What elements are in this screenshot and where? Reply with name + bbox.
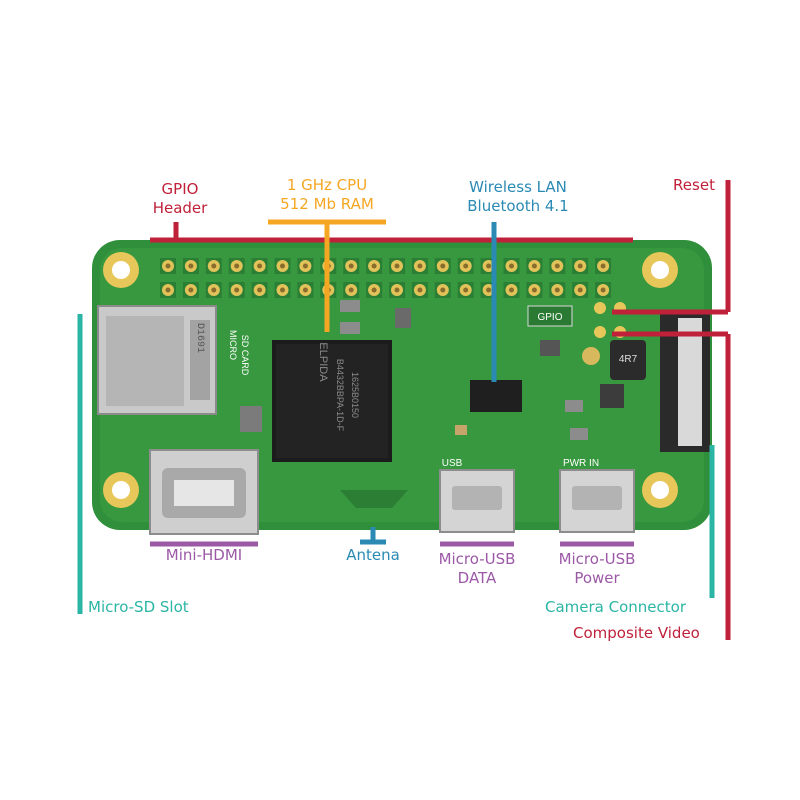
usb-power-label: Micro-USB Power — [547, 550, 647, 588]
gpio-pad-hole — [280, 287, 285, 293]
gpio-pad-hole — [234, 263, 240, 269]
usb-data-label-line1: Micro-USB — [438, 550, 516, 568]
micro-usb-data-port — [439, 469, 515, 533]
gpio-pad-hole — [600, 263, 606, 269]
cpu-label-line1: 1 GHz CPU — [286, 176, 368, 194]
usb-power-label-line2: Power — [574, 569, 620, 587]
gpio-pad-hole — [165, 263, 171, 269]
gpio-pad-hole — [577, 287, 583, 293]
sd-text-1: MICRO — [228, 330, 238, 360]
gpio-pad-hole — [394, 263, 400, 269]
chip-brand-text: ELPIDA — [317, 342, 329, 382]
antena-callout — [360, 527, 386, 545]
wireless-chip — [470, 380, 522, 412]
usb-power-label-line1: Micro-USB — [558, 550, 636, 568]
cpu-callout — [268, 219, 386, 332]
gpio-pad-hole — [234, 287, 240, 293]
antenna-area — [340, 490, 408, 508]
antena-label: Antena — [346, 546, 400, 564]
chip-line2-text: 1625B0150 — [350, 372, 360, 418]
gpio-pad-hole — [440, 287, 446, 293]
gpio-pad-hole — [463, 287, 469, 293]
mini-hdmi-port — [149, 449, 259, 535]
gpio-pad-hole — [417, 287, 423, 293]
gpio-pad-hole — [211, 287, 217, 293]
gpio-pad-hole — [440, 263, 446, 269]
gpio-pad-hole — [531, 287, 537, 293]
wireless-label-line1: Wireless LAN — [469, 178, 567, 196]
gpio-header-label-line2: Header — [152, 199, 208, 217]
gpio-header-pads — [160, 258, 612, 298]
wireless-label: Wireless LAN Bluetooth 4.1 — [448, 178, 588, 216]
reset-callout — [612, 180, 731, 315]
gpio-pad-hole — [531, 263, 537, 269]
pwr-tag-text: PWR IN — [563, 458, 599, 469]
micro-sd-slot — [97, 305, 217, 415]
gpio-pad-hole — [486, 263, 492, 269]
reset-label: Reset — [673, 176, 715, 194]
gpio-pad-hole — [188, 287, 194, 293]
mini-hdmi-label: Mini-HDMI — [165, 546, 243, 564]
wireless-label-line2: Bluetooth 4.1 — [467, 197, 569, 215]
ram-chip — [272, 340, 392, 462]
cpu-label: 1 GHz CPU 512 Mb RAM — [262, 176, 392, 214]
gpio-pad-hole — [165, 287, 171, 293]
cpu-label-line2: 512 Mb RAM — [280, 195, 374, 213]
gpio-pad-hole — [371, 287, 377, 293]
micro-sd-label: Micro-SD Slot — [88, 598, 189, 616]
gpio-pad-hole — [463, 263, 469, 269]
gpio-pad-hole — [280, 263, 285, 269]
mounting-holes — [103, 252, 678, 508]
composite-callout — [612, 331, 731, 640]
usb-data-label-line2: DATA — [457, 569, 497, 587]
gpio-header-label-line1: GPIO — [161, 180, 199, 198]
usb-data-label: Micro-USB DATA — [427, 550, 527, 588]
gpio-pad-hole — [348, 287, 354, 293]
gpio-pad-hole — [188, 263, 194, 269]
gpio-pad-hole — [211, 263, 217, 269]
gpio-pad-hole — [509, 287, 514, 293]
smd-components — [240, 300, 624, 440]
gpio-header-callout — [150, 222, 633, 243]
chip-line1-text: B4432BBPA-1D-F — [335, 359, 345, 432]
micro-usb-power-port — [559, 469, 635, 533]
gpio-pad-hole — [509, 263, 514, 269]
gpio-pad-hole — [417, 263, 423, 269]
gpio-pad-hole — [257, 287, 263, 293]
sd-text-2: SD CARD — [240, 335, 250, 376]
gpio-pad-hole — [257, 263, 263, 269]
gpio-pad-hole — [554, 287, 560, 293]
gpio-pad-hole — [486, 287, 492, 293]
gpio-pad-hole — [348, 263, 354, 269]
inductor — [610, 340, 646, 380]
gpio-pad-hole — [577, 263, 583, 269]
camera-connector-label: Camera Connector — [545, 598, 686, 616]
composite-video-label: Composite Video — [573, 624, 700, 642]
gpio-pad-hole — [600, 287, 606, 293]
gpio-pad-hole — [394, 287, 400, 293]
inductor-text: 4R7 — [619, 354, 638, 365]
usb-tag-text: USB — [442, 458, 463, 469]
gpio-header-label: GPIO Header — [140, 180, 220, 218]
gpio-pad-hole — [371, 263, 377, 269]
gpio-pad-hole — [302, 287, 308, 293]
gpio-pad-hole — [554, 263, 560, 269]
sd-code-text: D1691 — [194, 323, 205, 353]
gpio-tag-text: GPIO — [537, 312, 562, 323]
gpio-pad-hole — [302, 263, 308, 269]
